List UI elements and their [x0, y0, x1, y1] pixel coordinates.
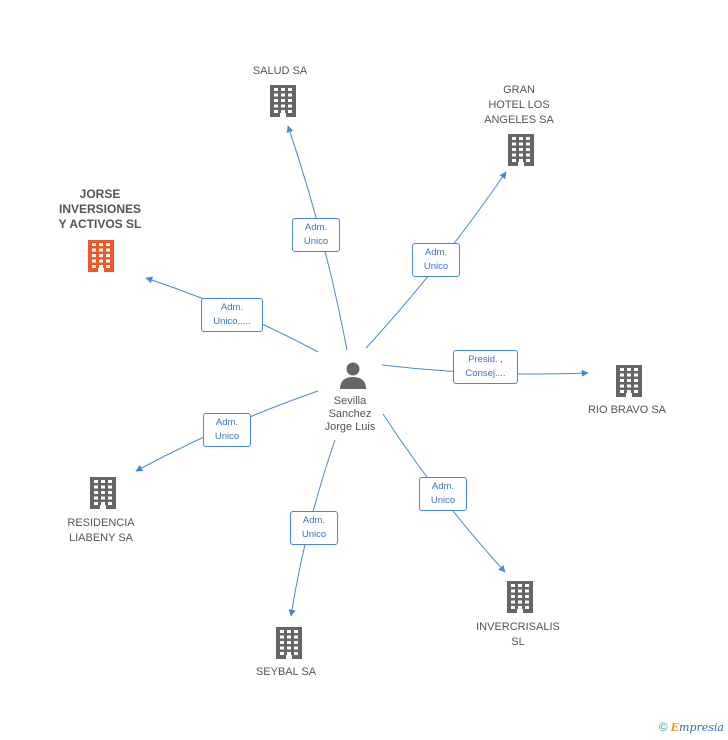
relation-label-jorse: Adm. Unico,.... — [201, 298, 263, 332]
person-name: Sevilla Sanchez Jorge Luis — [324, 395, 376, 433]
building-icon-residencia[interactable] — [90, 477, 116, 509]
building-icon-seybal[interactable] — [276, 627, 302, 659]
icons-group — [88, 85, 642, 659]
company-label-salud[interactable]: SALUD SA — [252, 65, 308, 77]
relation-label-salud: Adm. Unico — [292, 218, 340, 252]
company-label-invercrisalis[interactable]: INVERCRISALIS SL — [476, 621, 560, 648]
company-label-jorse[interactable]: JORSE INVERSIONES Y ACTIVOS SL — [58, 187, 142, 231]
relation-label-residencia: Adm. Unico — [203, 413, 251, 447]
company-label-rio-bravo[interactable]: RIO BRAVO SA — [587, 404, 667, 416]
relation-label-rio-bravo: Presid. , Consej.... — [453, 350, 518, 384]
relation-label-invercrisalis: Adm. Unico — [419, 477, 467, 511]
brand-initial: E — [670, 721, 680, 734]
building-icon-gran-hotel[interactable] — [508, 134, 534, 166]
company-label-seybal[interactable]: SEYBAL SA — [255, 666, 317, 678]
footer-brand[interactable]: © Empresia — [659, 720, 724, 734]
brand-name: mpresia — [679, 721, 724, 734]
building-icon-salud[interactable] — [270, 85, 296, 117]
person-node[interactable] — [337, 359, 369, 391]
building-icon-invercrisalis[interactable] — [507, 581, 533, 613]
relation-label-seybal: Adm. Unico — [290, 511, 338, 545]
copyright-symbol: © — [658, 720, 668, 734]
person-icon — [340, 362, 366, 389]
relation-label-gran-hotel: Adm. Unico — [412, 243, 460, 277]
company-label-residencia[interactable]: RESIDENCIA LIABENY SA — [67, 517, 135, 544]
building-icon-jorse[interactable] — [88, 240, 114, 272]
company-label-gran-hotel[interactable]: GRAN HOTEL LOS ANGELES SA — [484, 84, 554, 126]
building-icon-rio-bravo[interactable] — [616, 365, 642, 397]
